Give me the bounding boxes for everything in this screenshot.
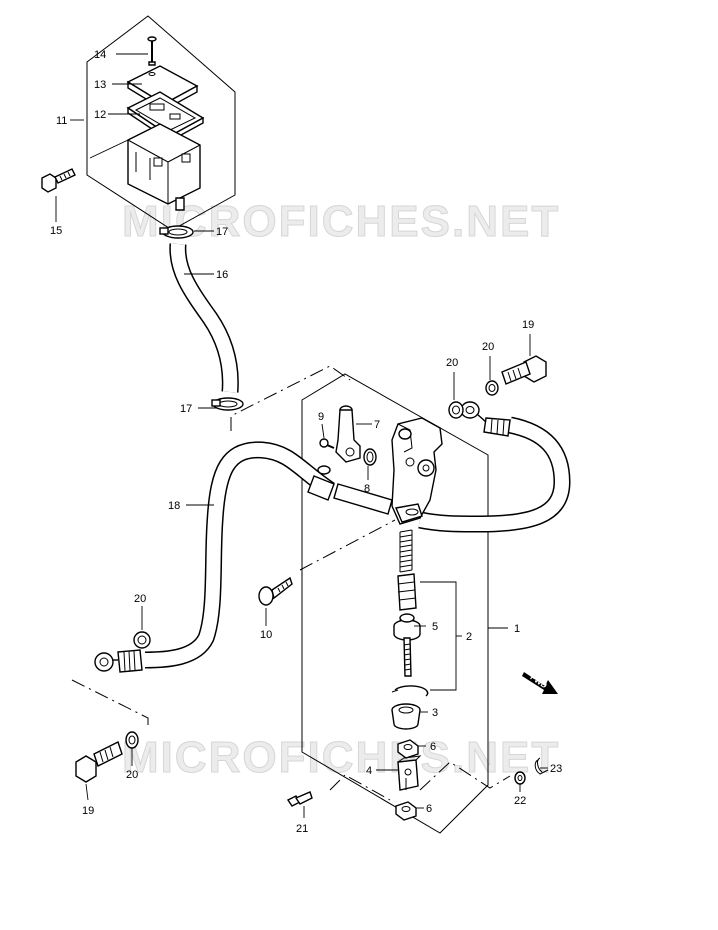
callout-1: 1 bbox=[514, 623, 520, 635]
piston-cup bbox=[393, 613, 421, 641]
lock-nut-upper bbox=[397, 739, 419, 759]
callout-20-upper-a: 20 bbox=[446, 357, 458, 369]
watermark-bottom: MICROFICHES.NET bbox=[122, 733, 560, 782]
brake-hose-right bbox=[418, 416, 571, 533]
callout-11: 11 bbox=[56, 115, 67, 127]
cotter-pin bbox=[534, 757, 549, 775]
callout-6-lower: 6 bbox=[426, 803, 432, 815]
callout-19-upper: 19 bbox=[522, 319, 534, 331]
connector-line-bottom-right bbox=[419, 761, 511, 791]
elbow-screw bbox=[319, 438, 335, 449]
callout-20-left-upper: 20 bbox=[134, 593, 146, 605]
master-cylinder-assembly-box bbox=[301, 373, 489, 834]
callout-21: 21 bbox=[296, 823, 308, 835]
clevis-washer bbox=[514, 771, 526, 785]
connector-line-left bbox=[71, 679, 149, 730]
callout-7: 7 bbox=[374, 419, 380, 431]
clevis-pin bbox=[286, 791, 313, 807]
elbow-o-ring bbox=[363, 448, 377, 466]
reservoir-hose bbox=[169, 243, 239, 393]
callout-3: 3 bbox=[432, 707, 438, 719]
callout-13: 13 bbox=[94, 79, 106, 91]
banjo-bolt-upper bbox=[501, 355, 547, 385]
reservoir-body bbox=[127, 123, 201, 211]
circlip bbox=[391, 685, 429, 697]
inlet-elbow-joint bbox=[335, 405, 361, 463]
banjo-washer-upper-a bbox=[485, 380, 499, 396]
callout-22: 22 bbox=[514, 795, 526, 807]
brake-hose-fitting-right bbox=[307, 465, 335, 501]
push-rod bbox=[403, 637, 412, 677]
brake-hose bbox=[144, 441, 335, 669]
callout-12: 12 bbox=[94, 109, 106, 121]
hose-clamp-lower bbox=[211, 397, 244, 411]
callout-20-upper-b: 20 bbox=[482, 341, 494, 353]
reservoir-screw bbox=[147, 36, 157, 66]
leader-lines bbox=[55, 53, 548, 818]
callout-23: 23 bbox=[550, 763, 562, 775]
master-cylinder-mount-bolt bbox=[258, 576, 293, 606]
callout-17-upper: 17 bbox=[216, 226, 228, 238]
brake-hose-fitting-left bbox=[94, 649, 143, 673]
connector-line-upper bbox=[230, 365, 351, 431]
callout-8: 8 bbox=[364, 483, 370, 495]
clevis bbox=[397, 755, 422, 791]
callout-6-upper: 6 bbox=[430, 741, 436, 753]
dust-boot bbox=[391, 703, 421, 730]
forward-direction-arrow: FWD bbox=[522, 672, 558, 694]
callout-2: 2 bbox=[466, 631, 472, 643]
watermark-top: MICROFICHES.NET bbox=[122, 197, 560, 246]
piston bbox=[397, 573, 417, 611]
reservoir-assembly-box bbox=[86, 15, 236, 231]
callout-5: 5 bbox=[432, 621, 438, 633]
connector-line-middle bbox=[299, 519, 396, 571]
callout-4: 4 bbox=[366, 765, 372, 777]
callout-18: 18 bbox=[168, 500, 180, 512]
callout-15: 15 bbox=[50, 225, 62, 237]
brake-hose-fitting-upper-right bbox=[460, 401, 511, 437]
callout-14: 14 bbox=[94, 49, 106, 61]
lock-nut-lower bbox=[395, 801, 417, 821]
piston-spring bbox=[399, 529, 413, 573]
callout-10: 10 bbox=[260, 629, 272, 641]
callout-19-lower: 19 bbox=[82, 805, 94, 817]
reservoir-mount-bolt bbox=[41, 168, 76, 193]
master-cylinder-body bbox=[391, 417, 443, 525]
hose-clamp-upper bbox=[159, 225, 194, 239]
banjo-washer-upper-b bbox=[448, 401, 464, 419]
master-cylinder-inlet-pipe bbox=[333, 483, 393, 515]
banjo-washer-left-b bbox=[125, 731, 139, 749]
callout-9: 9 bbox=[318, 411, 324, 423]
banjo-bolt-lower bbox=[75, 741, 123, 783]
banjo-washer-left-a bbox=[133, 631, 151, 649]
connector-line-bottom-left bbox=[329, 774, 391, 801]
callout-16: 16 bbox=[216, 269, 228, 281]
callout-20-left-lower: 20 bbox=[126, 769, 138, 781]
callout-17-lower: 17 bbox=[180, 403, 192, 415]
